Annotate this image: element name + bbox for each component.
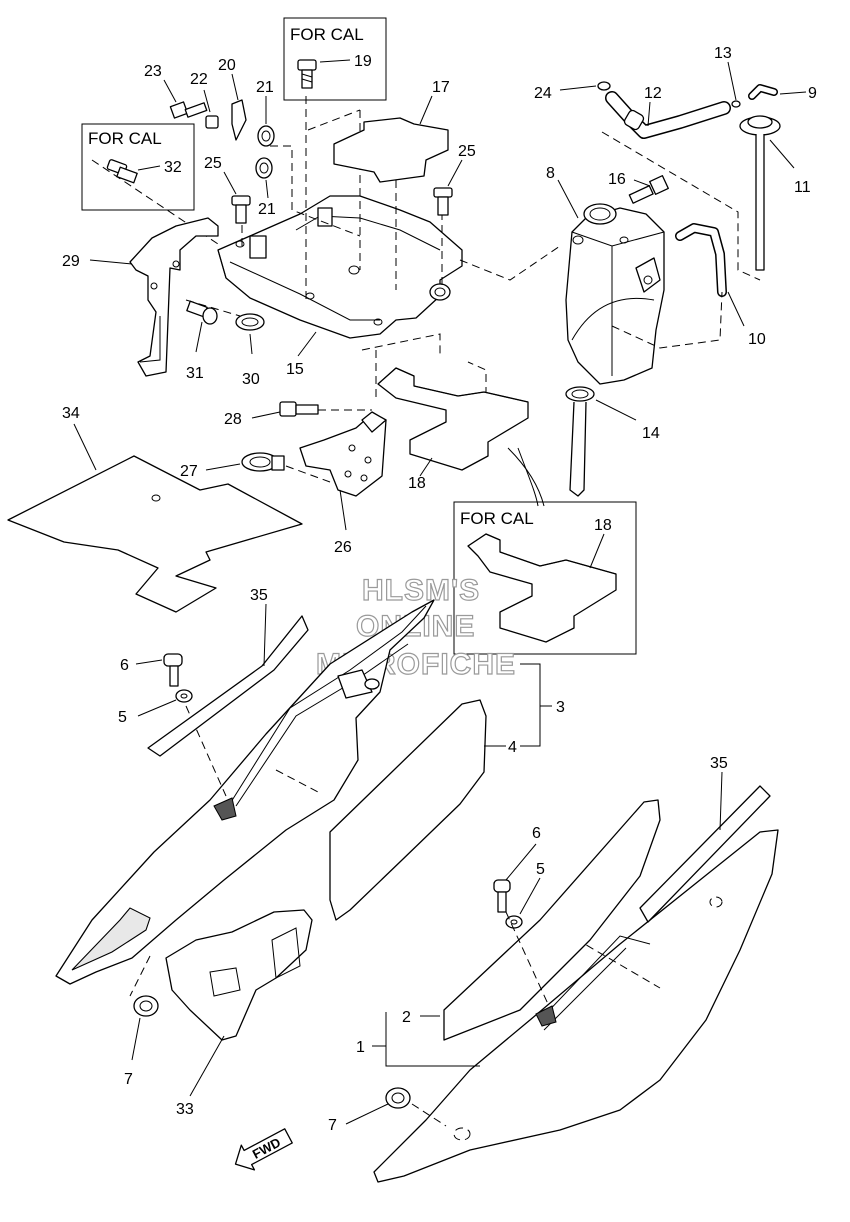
panel-4 <box>329 699 487 921</box>
callout-12: 12 <box>644 85 662 102</box>
callout-34: 34 <box>62 405 80 422</box>
sheet-17: 17 <box>333 79 450 183</box>
bolt-6-left: 6 <box>120 653 183 687</box>
callout-2: 2 <box>402 1009 411 1026</box>
hose-12: 12 24 <box>534 81 731 139</box>
for-cal-label: FOR CAL <box>460 509 534 528</box>
bracket-29: 29 <box>62 217 219 377</box>
callout-21b: 21 <box>258 201 276 218</box>
callout-28: 28 <box>224 411 242 428</box>
callout-8: 8 <box>546 165 555 182</box>
callout-25a: 25 <box>204 155 222 172</box>
cover-33: 33 <box>165 909 313 1118</box>
hose-10: 10 <box>675 223 766 348</box>
for-cal-box-32: FOR CAL 32 <box>81 123 195 211</box>
callout-21a: 21 <box>256 79 274 96</box>
callout-10: 10 <box>748 331 766 348</box>
callout-4: 4 <box>508 739 517 756</box>
callout-33: 33 <box>176 1101 194 1118</box>
callout-16: 16 <box>608 171 626 188</box>
cap-11: 11 9 13 <box>714 45 817 271</box>
cover-18: 18 <box>377 367 529 492</box>
panel-2 <box>443 799 661 1041</box>
fwd-label: FWD <box>250 1135 283 1162</box>
callout-32: 32 <box>164 159 182 176</box>
callout-22: 22 <box>190 71 208 88</box>
callout-30: 30 <box>242 371 260 388</box>
callout-35a: 35 <box>250 587 268 604</box>
sheet-34: 34 <box>7 405 303 613</box>
callout-26: 26 <box>334 539 352 556</box>
callout-17: 17 <box>432 79 450 96</box>
callout-23: 23 <box>144 63 162 80</box>
callout-20: 20 <box>218 57 236 74</box>
callout-6a: 6 <box>120 657 129 674</box>
bolt-16: 16 <box>608 171 669 204</box>
clamp-14: 14 <box>565 386 660 497</box>
callout-24: 24 <box>534 85 552 102</box>
watermark-line-1: HLSM'S <box>362 574 480 607</box>
callout-18: 18 <box>408 475 426 492</box>
for-cal-label: FOR CAL <box>290 25 364 44</box>
callout-5b: 5 <box>536 861 545 878</box>
callout-11: 11 <box>794 179 811 196</box>
bolt-28: 28 <box>224 401 319 428</box>
callout-14: 14 <box>642 425 660 442</box>
callout-7a: 7 <box>124 1071 133 1088</box>
side-cover-left-3 <box>55 599 435 997</box>
washer-5-right: 5 <box>505 861 545 929</box>
callout-18b: 18 <box>594 517 612 534</box>
side-cover-right-1 <box>373 829 779 1183</box>
callout-35b: 35 <box>710 755 728 772</box>
callout-13: 13 <box>714 45 732 62</box>
battery-bracket-15: 15 <box>217 195 463 378</box>
callout-3: 3 <box>556 699 565 716</box>
callout-5a: 5 <box>118 709 127 726</box>
grommet-7-right: 7 <box>328 1087 411 1134</box>
clamp-27: 27 <box>180 452 285 480</box>
callout-1: 1 <box>356 1039 365 1056</box>
callout-15: 15 <box>286 361 304 378</box>
bracket-26: 26 <box>299 411 387 556</box>
callout-29: 29 <box>62 253 80 270</box>
washer-5-left: 5 <box>118 689 193 726</box>
callout-7b: 7 <box>328 1117 337 1134</box>
for-cal-box-18: FOR CAL 18 <box>453 501 637 655</box>
coolant-reservoir-8: 8 <box>546 165 665 385</box>
bolt-31: 31 <box>186 300 218 382</box>
for-cal-label: FOR CAL <box>88 129 162 148</box>
callout-9: 9 <box>808 85 817 102</box>
callout-19: 19 <box>354 53 372 70</box>
callout-6b: 6 <box>532 825 541 842</box>
decal-35-left: 35 <box>147 587 309 757</box>
grommet-7-left: 7 <box>124 995 159 1088</box>
for-cal-box-19: FOR CAL 19 <box>283 17 387 101</box>
hardware-upper-left: 23 22 20 21 21 25 25 <box>144 57 476 224</box>
fwd-arrow-icon: FWD <box>234 1128 293 1171</box>
decal-35-right: 35 <box>639 755 771 923</box>
callout-25b: 25 <box>458 143 476 160</box>
clamp-30: 30 <box>235 313 265 388</box>
callout-27: 27 <box>180 463 198 480</box>
callout-31: 31 <box>186 365 204 382</box>
bolt-6-right: 6 <box>493 825 541 913</box>
